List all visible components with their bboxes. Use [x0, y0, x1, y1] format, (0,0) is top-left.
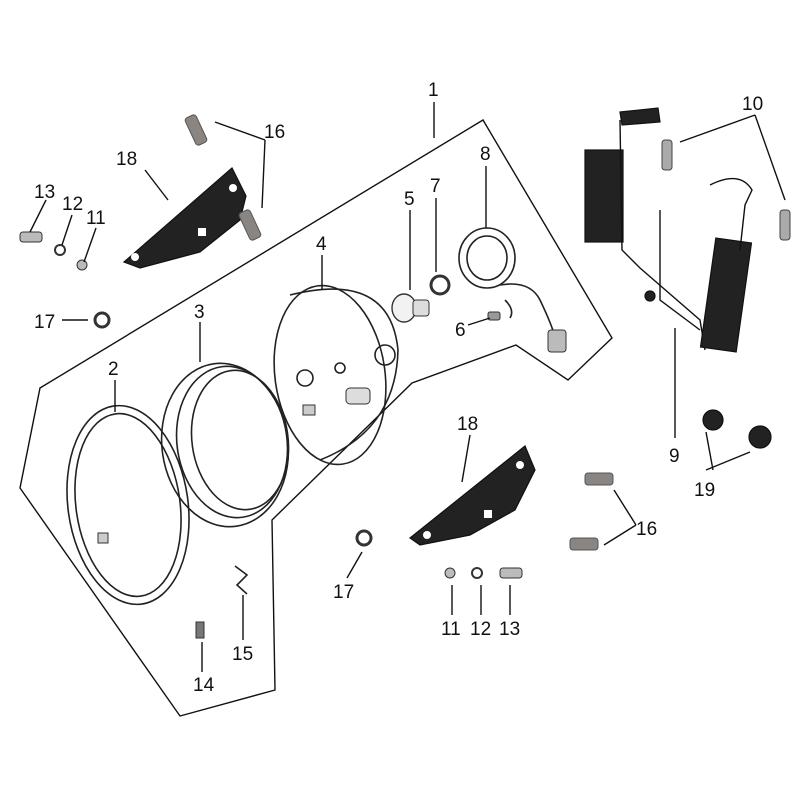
turn-signal-bolt-icons — [661, 139, 791, 241]
callout-4: 4 — [316, 234, 327, 255]
callout-13-lower: 13 — [499, 619, 520, 640]
callout-10: 10 — [742, 94, 763, 115]
headlight-shell — [273, 284, 399, 466]
leader-lines — [29, 102, 786, 672]
clip-icon — [487, 311, 501, 321]
callout-18-upper: 18 — [116, 149, 137, 170]
callout-7: 7 — [430, 176, 441, 197]
callout-3: 3 — [194, 302, 205, 323]
callout-18-lower: 18 — [457, 414, 478, 435]
headlight-lens — [160, 362, 290, 528]
bolt-icons-16 — [184, 114, 614, 551]
callout-14: 14 — [193, 675, 215, 696]
callout-labels: 1 2 3 4 5 6 7 8 9 10 11 11 12 12 13 13 1… — [34, 80, 763, 696]
bulb-icon — [391, 293, 430, 323]
callout-5: 5 — [404, 189, 415, 210]
washer-icons — [93, 311, 373, 547]
turn-signal-assembly — [584, 107, 753, 353]
callout-11-upper: 11 — [86, 208, 106, 229]
nut-icons — [702, 409, 772, 449]
callout-15: 15 — [232, 644, 253, 665]
headlight-rim — [66, 404, 190, 606]
callout-13-upper: 13 — [34, 182, 55, 203]
callout-1: 1 — [428, 80, 439, 101]
callout-19: 19 — [694, 480, 715, 501]
callout-17-lower: 17 — [333, 582, 354, 603]
callout-11-lower: 11 — [441, 619, 461, 640]
spring-clip-icon — [234, 565, 249, 595]
callout-12-upper: 12 — [62, 194, 83, 215]
callout-2: 2 — [108, 359, 119, 380]
callout-16-lower: 16 — [636, 519, 657, 540]
mounting-bracket-lower — [408, 445, 536, 546]
callout-16-upper: 16 — [264, 122, 285, 143]
callout-9: 9 — [669, 446, 680, 467]
callout-6: 6 — [455, 320, 466, 341]
callout-17-upper: 17 — [34, 312, 55, 333]
small-hardware-icons — [19, 231, 523, 579]
callout-8: 8 — [480, 144, 491, 165]
screw-icon — [195, 621, 205, 639]
assembly-outline — [19, 119, 613, 717]
bulb-socket — [458, 227, 567, 353]
mounting-bracket-upper — [122, 167, 247, 269]
callout-12-lower: 12 — [470, 619, 491, 640]
socket-ring-icon — [429, 274, 451, 296]
